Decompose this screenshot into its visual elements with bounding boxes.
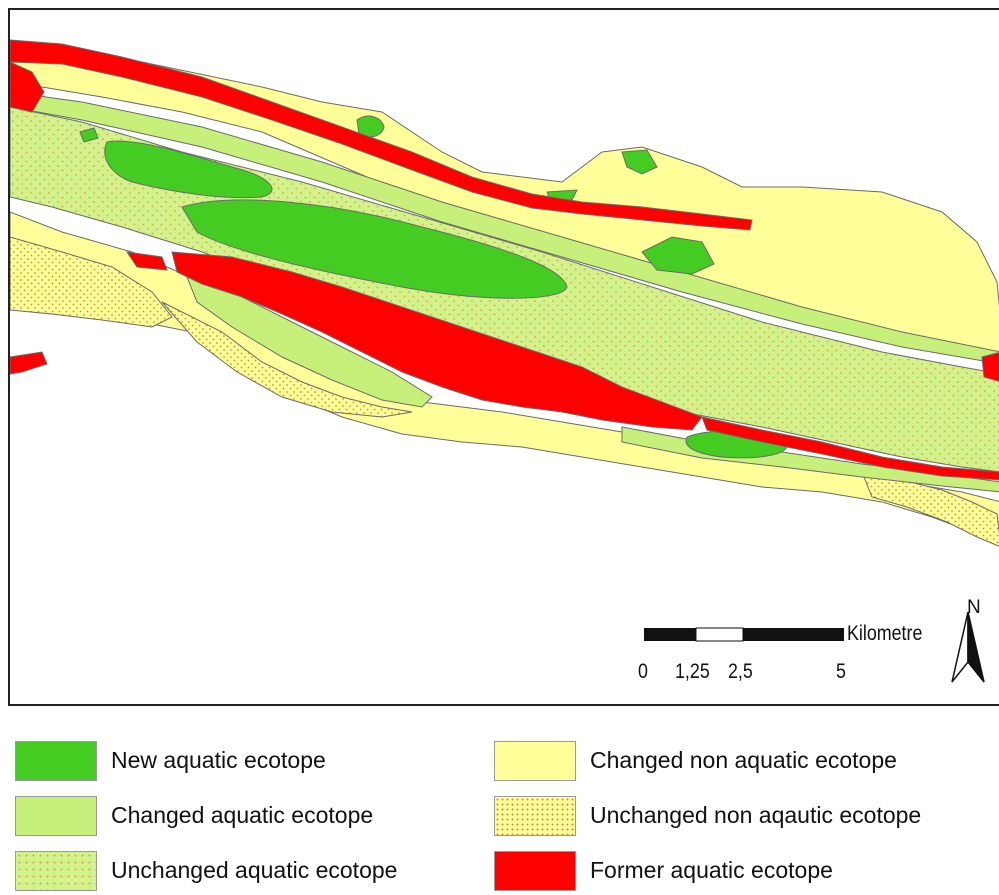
zone-former-aquatic-west-corner[interactable] bbox=[10, 61, 45, 113]
legend-swatch-unchanged-non-aquatic bbox=[494, 796, 576, 836]
legend-label: Unchanged aquatic ecotope bbox=[111, 857, 398, 883]
legend-label: Changed non aquatic ecotope bbox=[590, 747, 897, 773]
zone-former-aquatic-east-edge[interactable] bbox=[981, 352, 999, 382]
zone-new-aquatic-small-3[interactable] bbox=[641, 236, 715, 275]
legend-label: Changed aquatic ecotope bbox=[111, 802, 374, 828]
ecotope-map[interactable] bbox=[10, 10, 999, 706]
north-arrow-icon bbox=[951, 611, 985, 683]
zone-new-aquatic-west[interactable] bbox=[104, 140, 273, 199]
legend-swatch-former-aquatic bbox=[494, 851, 576, 891]
zone-new-aquatic-small-2[interactable] bbox=[621, 149, 658, 175]
scale-tick-2-5: 2,5 bbox=[728, 660, 753, 683]
zone-unchanged-non-aquatic-west[interactable] bbox=[10, 236, 173, 328]
zone-former-aquatic-main[interactable] bbox=[171, 251, 703, 431]
legend-label: Unchanged non aqautic ecotope bbox=[590, 802, 922, 828]
zone-changed-aquatic-south-island[interactable] bbox=[186, 276, 433, 408]
north-letter: N bbox=[967, 597, 981, 618]
scale-unit-label: Kilometre bbox=[847, 622, 923, 645]
zone-former-aquatic-north-strip[interactable] bbox=[10, 39, 753, 231]
legend-swatch-changed-non-aquatic bbox=[494, 741, 576, 781]
zone-unchanged-non-aquatic-east[interactable] bbox=[861, 471, 999, 547]
zone-new-aquatic-small-5[interactable] bbox=[79, 127, 99, 143]
zone-former-aquatic-south-strip[interactable] bbox=[701, 416, 999, 481]
scale-tick-0: 0 bbox=[638, 660, 648, 683]
zone-former-aquatic-west-blob[interactable] bbox=[10, 351, 48, 375]
zone-new-aquatic-main[interactable] bbox=[181, 199, 568, 299]
legend-swatch-changed-aquatic bbox=[15, 796, 97, 836]
legend-label: New aquatic ecotope bbox=[111, 747, 326, 773]
zone-unchanged-non-aquatic-mid[interactable] bbox=[161, 301, 413, 418]
zone-changed-aquatic-north-bank[interactable] bbox=[10, 91, 999, 365]
map-frame[interactable]: Kilometre 0 1,25 2,5 5 N bbox=[8, 8, 999, 706]
zone-former-aquatic-small-west[interactable] bbox=[125, 251, 168, 271]
legend-swatch-new-aquatic bbox=[15, 741, 97, 781]
scale-tick-5: 5 bbox=[836, 660, 846, 683]
scale-bar bbox=[644, 627, 844, 642]
legend-label: Former aquatic ecotope bbox=[590, 857, 833, 883]
scale-tick-1-25: 1,25 bbox=[675, 660, 710, 683]
legend-swatch-unchanged-aquatic bbox=[15, 851, 97, 891]
